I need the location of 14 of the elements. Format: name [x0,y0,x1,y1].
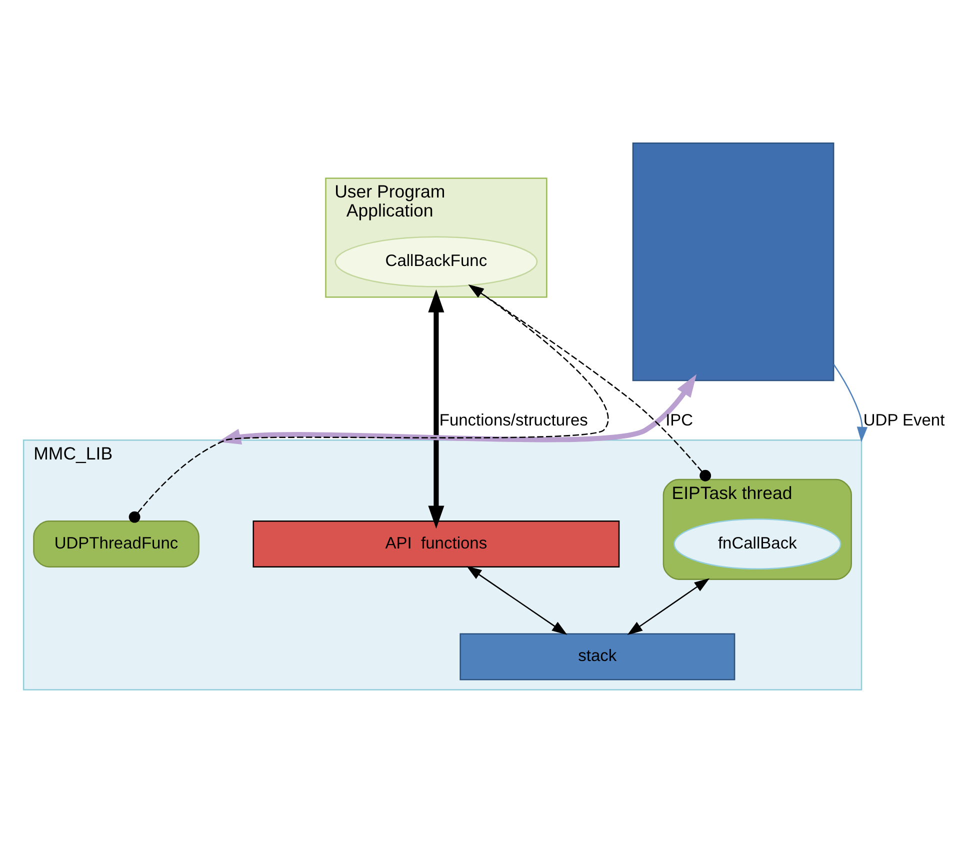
arrow [428,289,444,529]
node-box [632,142,834,382]
edge-label: Functions/structures [439,411,588,430]
node-box: API functions [252,520,620,568]
node-ellipse: CallBackFunc [334,236,538,288]
arrow [627,578,710,635]
edge-label: IPC [666,411,694,430]
node-box: stack [460,633,736,680]
edge-label: UDP Event [863,411,945,430]
arrow [833,364,868,442]
arrow [218,374,697,445]
node-box: UDPThreadFunc [33,520,200,568]
node-ellipse: fnCallBack [674,518,842,570]
arrow [466,566,568,635]
